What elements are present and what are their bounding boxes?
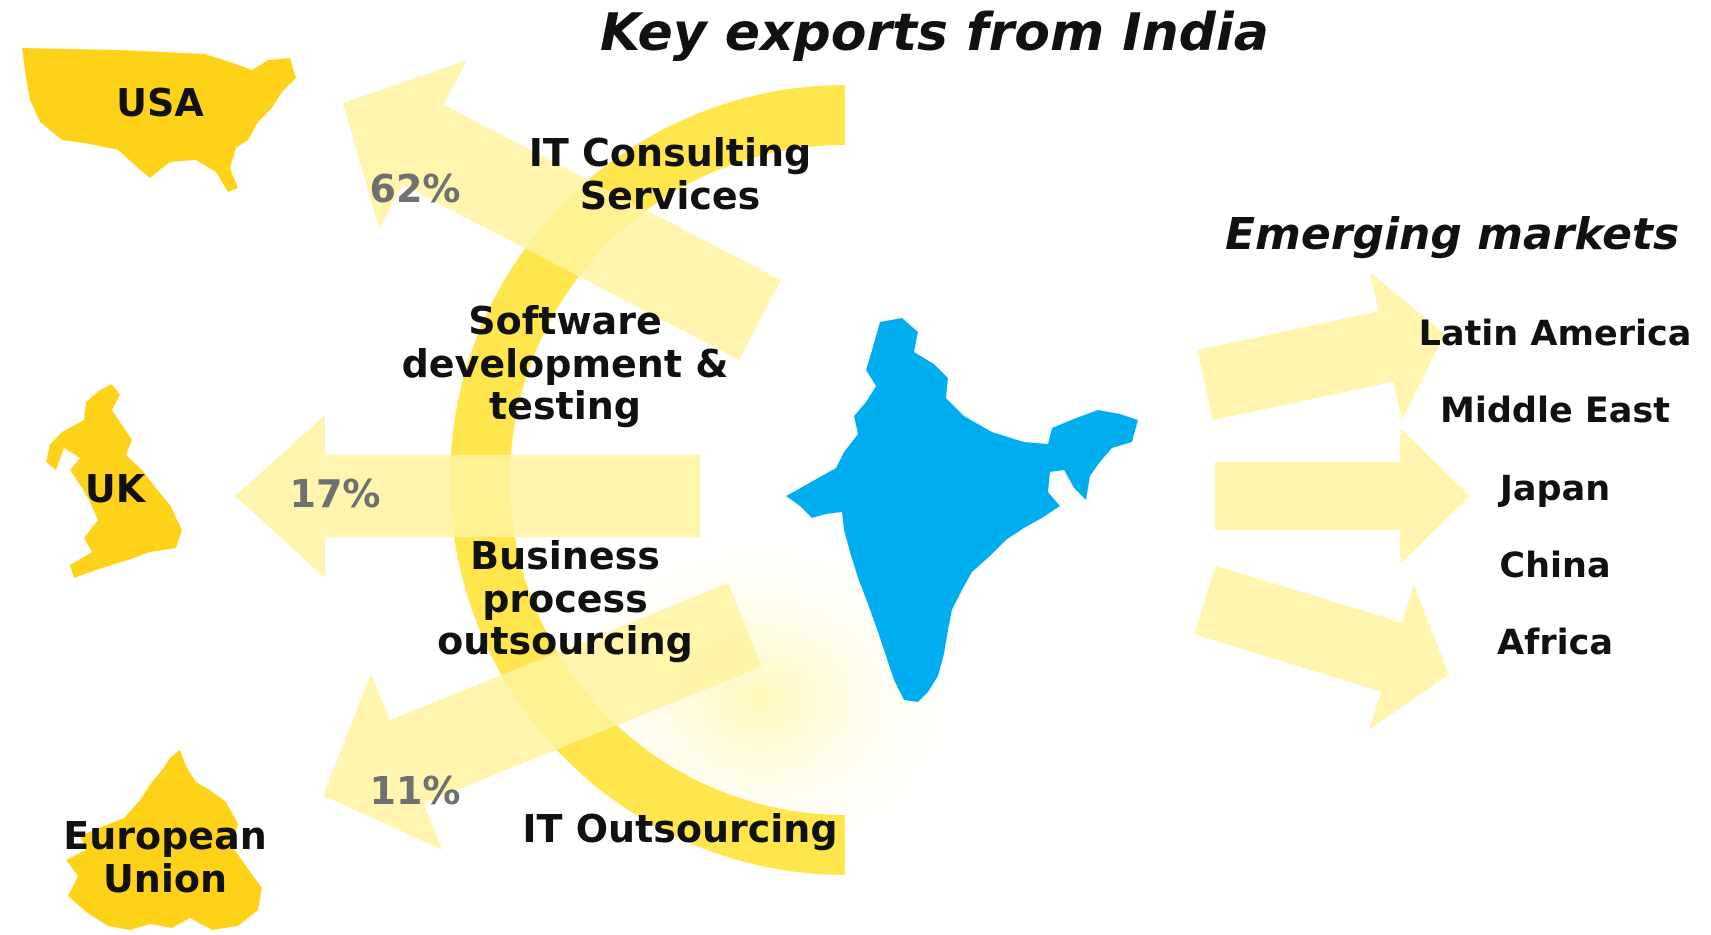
- market-middle-east: Middle East: [1440, 391, 1670, 431]
- service-it-outsourcing: IT Outsourcing: [522, 807, 838, 851]
- market-china: China: [1499, 546, 1611, 586]
- share-uk: 17%: [289, 472, 381, 516]
- share-eu: 11%: [369, 769, 461, 813]
- usa-map: [22, 48, 296, 192]
- market-japan: Japan: [1499, 469, 1611, 509]
- page-title: Key exports from India: [600, 3, 1269, 63]
- region-european-union: European Union: [63, 814, 267, 901]
- service-bpo: Business process outsourcing: [437, 534, 693, 664]
- emerging-markets-heading: Emerging markets: [1225, 209, 1680, 260]
- eu-map: [66, 750, 262, 930]
- region-usa: USA: [116, 81, 204, 125]
- arrow-africa: [1194, 565, 1449, 730]
- arrow-center: [1215, 428, 1470, 564]
- arrow-to-uk: [235, 415, 700, 578]
- service-it-consulting: IT Consulting Services: [528, 131, 812, 218]
- india-map: [786, 318, 1138, 702]
- share-usa: 62%: [369, 167, 461, 211]
- uk-map: [46, 384, 182, 578]
- market-latin-america: Latin America: [1418, 314, 1692, 354]
- region-uk: UK: [84, 467, 146, 511]
- arrow-to-usa: [343, 60, 781, 360]
- service-software-development: Software development & testing: [401, 299, 729, 429]
- arrow-to-eu: [323, 583, 762, 850]
- arrow-latin-america: [1197, 272, 1445, 421]
- market-africa: Africa: [1497, 623, 1613, 663]
